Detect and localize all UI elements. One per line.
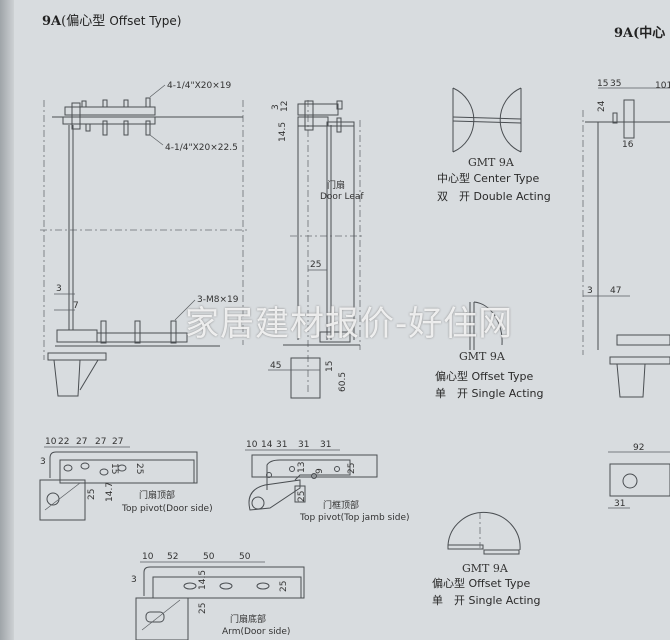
legend-model: GMT 9A (459, 350, 506, 363)
section-title: 9A(偏心型 Offset Type) (42, 14, 182, 29)
dim-12-side: 12 (280, 101, 290, 112)
dim: 13 (297, 462, 307, 473)
dim: 3 (40, 457, 46, 467)
legend-type: 中心型 Center Type (437, 171, 540, 185)
legend-action: 单 开 Single Acting (432, 594, 541, 607)
dim-24-right: 24 (597, 100, 607, 112)
dim-14-5-side: 14.5 (278, 122, 288, 142)
detail-title-en: Top pivot(Door side) (121, 504, 213, 514)
dim-15-side: 15 (325, 361, 335, 372)
dim: 52 (167, 552, 178, 562)
front-view: 4-1/4"X20×19 4-1/4"X20×22.5 3 7 3-M8×19 (40, 81, 250, 397)
dim: 50 (203, 552, 215, 562)
dim: 14.5 (198, 570, 208, 590)
dim: 50 (239, 552, 251, 562)
dim: 14 (261, 440, 273, 450)
legend-offset-single-1: GMT 9A 偏心型 Offset Type 单 开 Single Acting (435, 301, 544, 400)
callout-bottom-screws: 3-M8×19 (197, 295, 239, 305)
legend-action: 单 开 Single Acting (435, 387, 544, 400)
watermark: 家居建材报价-好住网 (185, 304, 514, 344)
dim-15-right: 15 (597, 79, 608, 89)
dim-31-right: 31 (614, 499, 625, 509)
dim-3-side: 3 (271, 104, 281, 110)
dim: 25 (297, 491, 307, 502)
legend-offset-single-2: GMT 9A 偏心型 Offset Type 单 开 Single Acting (432, 511, 541, 607)
dim-25-side: 25 (310, 260, 321, 270)
dim: 10 (142, 552, 154, 562)
dim: 25 (347, 463, 357, 474)
detail-arm-door-side: 10 52 50 50 3 14.5 25 25 门扇底部 Arm(Door s… (131, 552, 305, 640)
dim: 25 (198, 603, 208, 614)
dim: 3 (131, 575, 137, 585)
dim-7: 7 (73, 301, 79, 311)
dim-47-right: 47 (610, 286, 621, 296)
dim: 25 (87, 489, 97, 500)
callout-top-screws: 4-1/4"X20×19 (167, 81, 231, 91)
door-leaf-label-en: Door Leaf (320, 192, 364, 202)
dim: 31 (276, 440, 287, 450)
dim: 10 (45, 437, 57, 447)
dim: 27 (95, 437, 106, 447)
page-binding-shadow (0, 0, 14, 640)
legend-type: 偏心型 Offset Type (435, 369, 534, 383)
section-title-right: 9A(中心 (614, 26, 666, 41)
dim: 10 (246, 440, 258, 450)
dim: 25 (134, 463, 144, 474)
dim: 9 (315, 468, 325, 474)
dim: 22 (58, 437, 69, 447)
detail-title-cn: 门扇顶部 (139, 489, 175, 501)
dim: 14.7 (105, 482, 115, 502)
detail-top-pivot-jamb-side: 10 14 31 31 31 13 9 25 25 门框顶部 Top pivot… (245, 440, 410, 523)
detail-title-cn: 门框顶部 (323, 499, 359, 511)
dim: 27 (76, 437, 87, 447)
detail-title-cn: 门扇底部 (230, 613, 266, 625)
dim-60-5-side: 60.5 (338, 372, 348, 392)
dim: 31 (298, 440, 309, 450)
dim: 31 (320, 440, 331, 450)
detail-title-en: Arm(Door side) (222, 627, 290, 637)
door-leaf-label-cn: 门扇 (327, 179, 345, 191)
legend-type: 偏心型 Offset Type (432, 576, 531, 590)
dim-92-right: 92 (633, 443, 644, 453)
side-view: 3 12 14.5 门扇 Door Leaf 25 45 15 60.5 (268, 100, 365, 399)
detail-top-pivot-door-side: 10 22 27 27 27 3 15 25 25 14.7 门扇顶部 Top … (39, 437, 213, 521)
legend-model: GMT 9A (468, 156, 515, 169)
dim: 15 (109, 463, 119, 474)
right-partial-drawing: 15 35 101 24 16 3 47 92 31 (582, 79, 670, 509)
dim-45-side: 45 (270, 361, 281, 371)
legend-center-double: GMT 9A 中心型 Center Type 双 开 Double Acting (437, 87, 551, 203)
dim-16-right: 16 (622, 140, 634, 150)
dim: 27 (112, 437, 123, 447)
legend-model: GMT 9A (462, 562, 509, 575)
legend-action: 双 开 Double Acting (437, 190, 551, 203)
callout-mid-screws: 4-1/4"X20×22.5 (165, 143, 238, 153)
dim-3: 3 (56, 284, 62, 294)
dim-101-right: 101 (655, 81, 670, 91)
dim-3-right: 3 (587, 286, 593, 296)
dim: 25 (279, 581, 289, 592)
dim-35-right: 35 (610, 79, 621, 89)
detail-title-en: Top pivot(Top jamb side) (299, 513, 410, 523)
